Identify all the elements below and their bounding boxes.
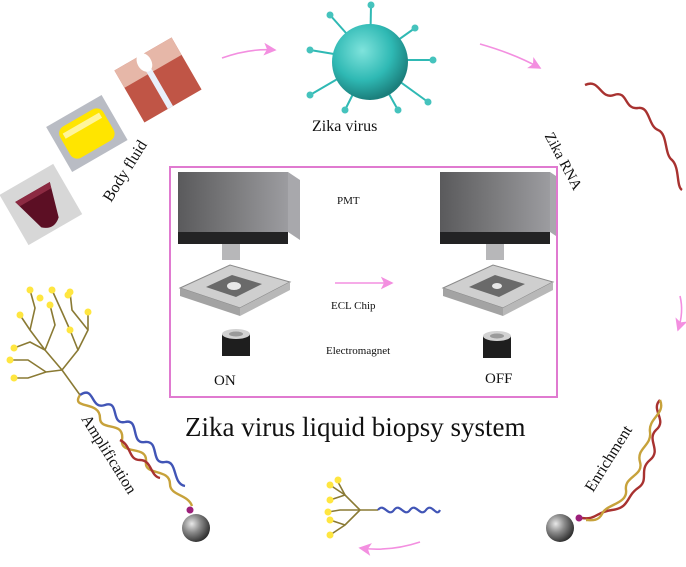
label-state-off: OFF xyxy=(485,371,513,387)
electromagnet-left-icon xyxy=(222,329,250,356)
label-ecl-chip: ECL Chip xyxy=(331,300,376,312)
body-fluid-samples xyxy=(0,37,202,246)
pmt-right-icon xyxy=(440,172,556,260)
label-state-on: ON xyxy=(214,373,236,389)
probe-dendrimer-icon xyxy=(324,476,441,539)
label-zika-virus: Zika virus xyxy=(312,118,378,135)
label-pmt: PMT xyxy=(337,195,360,207)
zika-virus-icon xyxy=(306,1,437,114)
device-off xyxy=(440,172,556,358)
ecl-chip-right-icon xyxy=(441,264,555,316)
amplification-linker-dot xyxy=(186,506,194,514)
yellow-vial-icon xyxy=(46,94,128,173)
pmt-left-icon xyxy=(178,172,300,260)
enrichment-magnetic-bead-icon xyxy=(546,514,574,542)
label-electromagnet: Electromagnet xyxy=(326,345,391,357)
arrow-rna-to-enrichment xyxy=(675,295,686,332)
blood-tube-icon xyxy=(0,163,83,246)
amplification-probe-tips xyxy=(6,286,92,382)
enrichment-linker-dot xyxy=(575,514,583,522)
enrichment-helix xyxy=(581,399,663,522)
amplification-helix xyxy=(76,391,194,507)
arrow-body-to-virus xyxy=(221,42,277,59)
arrow-virus-to-rna xyxy=(479,43,542,69)
amplification-magnetic-bead-icon xyxy=(182,514,210,542)
arrow-enrichment-to-probe xyxy=(358,541,421,556)
ecl-chip-left-icon xyxy=(178,264,292,316)
cycle-arrows xyxy=(221,42,686,556)
device-on xyxy=(178,172,300,356)
amplification-dendrimer-icon xyxy=(10,289,89,396)
electromagnet-right-icon xyxy=(483,331,511,358)
diagram-title: Zika virus liquid biopsy system xyxy=(185,412,526,442)
probe-strand xyxy=(377,506,441,514)
zika-rna-strand xyxy=(584,82,683,191)
swab-sample-icon xyxy=(114,37,202,123)
